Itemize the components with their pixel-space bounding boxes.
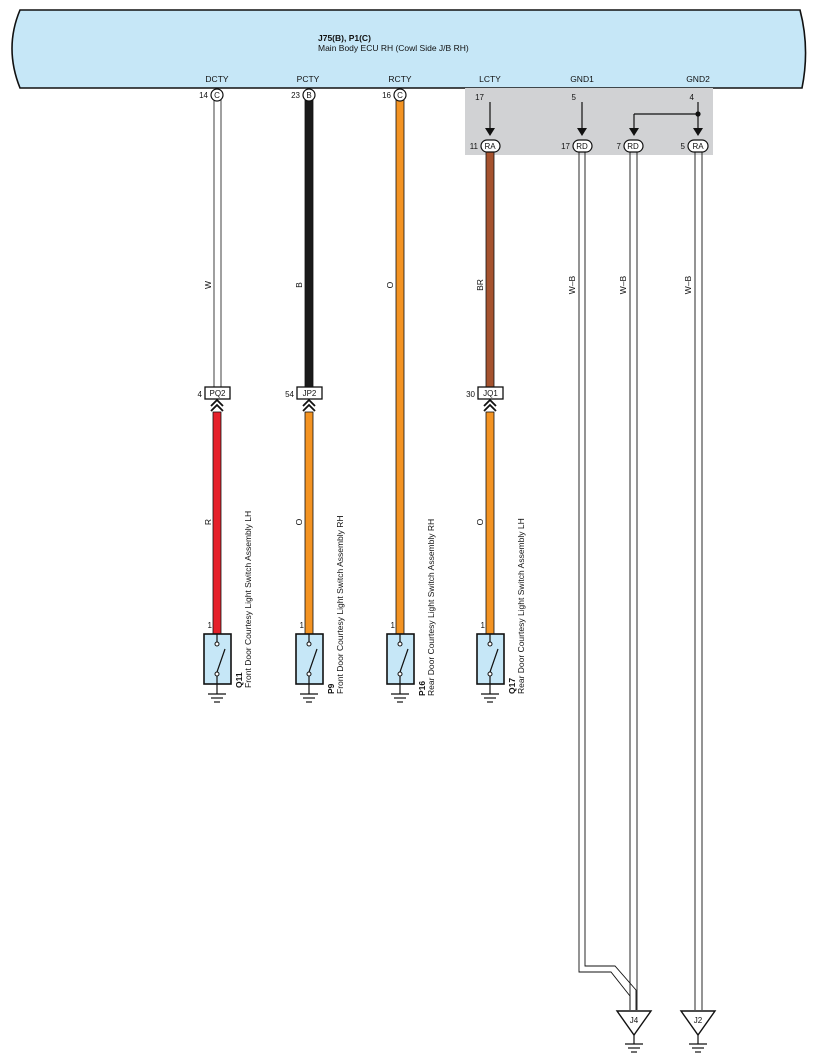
splice-dot [695, 111, 701, 117]
svg-text:17: 17 [561, 142, 570, 151]
junction-jq1: 30 JQ1 [466, 386, 504, 412]
arrow-gnd2-a [629, 128, 639, 136]
wire-lcty-upper [485, 149, 495, 388]
ecu-name: Main Body ECU RH (Cowl Side J/B RH) [318, 43, 469, 53]
ecu-connector-id: J75(B), P1(C) [318, 33, 371, 43]
svg-text:J2: J2 [694, 1016, 703, 1025]
svg-text:23: 23 [291, 91, 300, 100]
switch-id-q17: Q17 [507, 678, 517, 694]
connector-gnd-ra-5: 5 RA [681, 139, 709, 153]
connector-lcty-ra: 11 RA [470, 139, 501, 153]
switch-id-p16: P16 [417, 681, 427, 696]
arrow-lcty [485, 128, 495, 136]
ecu-pin-rcty: 16 C [382, 88, 407, 102]
switch-q17: 1 [476, 621, 505, 703]
svg-text:1: 1 [300, 621, 305, 630]
svg-text:RD: RD [576, 142, 588, 151]
ecu-pin-pcty: 23 B [291, 88, 316, 102]
ecu-box [11, 9, 807, 89]
wire-label-wb-2: W–B [618, 275, 628, 294]
switch-name-p16: Rear Door Courtesy Light Switch Assembly… [426, 519, 436, 696]
terminal-lcty: LCTY [479, 74, 501, 84]
switch-name-p9: Front Door Courtesy Light Switch Assembl… [335, 515, 345, 694]
terminal-gnd1: GND1 [570, 74, 594, 84]
wire-label-w: W [203, 281, 213, 289]
svg-text:C: C [397, 91, 403, 100]
wire-label-o-pcty: O [294, 518, 304, 525]
switch-id-p9: P9 [326, 683, 336, 694]
wire-dcty-upper [213, 99, 222, 388]
svg-text:30: 30 [466, 390, 475, 399]
svg-text:54: 54 [285, 390, 294, 399]
svg-text:14: 14 [199, 91, 208, 100]
svg-text:11: 11 [470, 142, 479, 151]
switch-name-q11: Front Door Courtesy Light Switch Assembl… [243, 511, 253, 688]
wire-wb-2 [629, 152, 638, 1010]
ground-point-j2: J2 [679, 1010, 717, 1053]
wire-label-o-lcty: O [475, 518, 485, 525]
arrow-gnd2-b [693, 128, 703, 136]
svg-text:RA: RA [692, 142, 704, 151]
ground-point-j4: J4 [615, 1010, 653, 1053]
ecu-pin-lcty: 17 [475, 93, 484, 102]
switch-id-q11: Q11 [234, 672, 244, 688]
switch-name-q17: Rear Door Courtesy Light Switch Assembly… [516, 518, 526, 694]
wire-pcty-lower [304, 411, 314, 635]
arrow-gnd1 [577, 128, 587, 136]
wire-label-br: BR [475, 279, 485, 291]
ecu-pin-gnd2: 4 [690, 93, 695, 102]
ecu-pin-dcty: 14 C [199, 88, 224, 102]
connector-gnd-rd-17: 17 RD [561, 139, 593, 153]
wire-dcty-lower [212, 411, 222, 635]
wire-label-r: R [203, 519, 213, 525]
terminal-dcty: DCTY [205, 74, 228, 84]
svg-text:RA: RA [484, 142, 496, 151]
svg-text:1: 1 [481, 621, 486, 630]
svg-text:4: 4 [198, 390, 203, 399]
ecu-pin-gnd1: 5 [572, 93, 577, 102]
svg-text:JQ1: JQ1 [483, 389, 498, 398]
svg-text:JP2: JP2 [303, 389, 317, 398]
junction-pq2: 4 PQ2 [198, 386, 231, 412]
wire-wb-3 [694, 152, 703, 1010]
svg-text:16: 16 [382, 91, 391, 100]
svg-text:J4: J4 [630, 1016, 639, 1025]
svg-text:RD: RD [627, 142, 639, 151]
svg-text:B: B [306, 91, 311, 100]
switch-p9: 1 [295, 621, 324, 703]
switch-q11: 1 [203, 621, 232, 703]
wire-lcty-lower [485, 411, 495, 635]
switch-p16: 1 [386, 621, 415, 703]
terminal-pcty: PCTY [297, 74, 320, 84]
svg-text:1: 1 [208, 621, 213, 630]
wire-pcty-upper [304, 99, 314, 388]
terminal-rcty: RCTY [388, 74, 411, 84]
wire-label-wb-1: W–B [567, 275, 577, 294]
wire-rcty [395, 99, 405, 635]
wire-label-b: B [294, 282, 304, 288]
svg-text:1: 1 [391, 621, 396, 630]
connector-gnd-rd-7: 7 RD [617, 139, 644, 153]
svg-text:5: 5 [681, 142, 686, 151]
svg-text:7: 7 [617, 142, 622, 151]
svg-text:PQ2: PQ2 [209, 389, 226, 398]
junction-jp2: 54 JP2 [285, 386, 323, 412]
wire-label-wb-3: W–B [683, 275, 693, 294]
wire-label-o-rcty: O [385, 281, 395, 288]
terminal-gnd2: GND2 [686, 74, 710, 84]
svg-text:C: C [214, 91, 220, 100]
